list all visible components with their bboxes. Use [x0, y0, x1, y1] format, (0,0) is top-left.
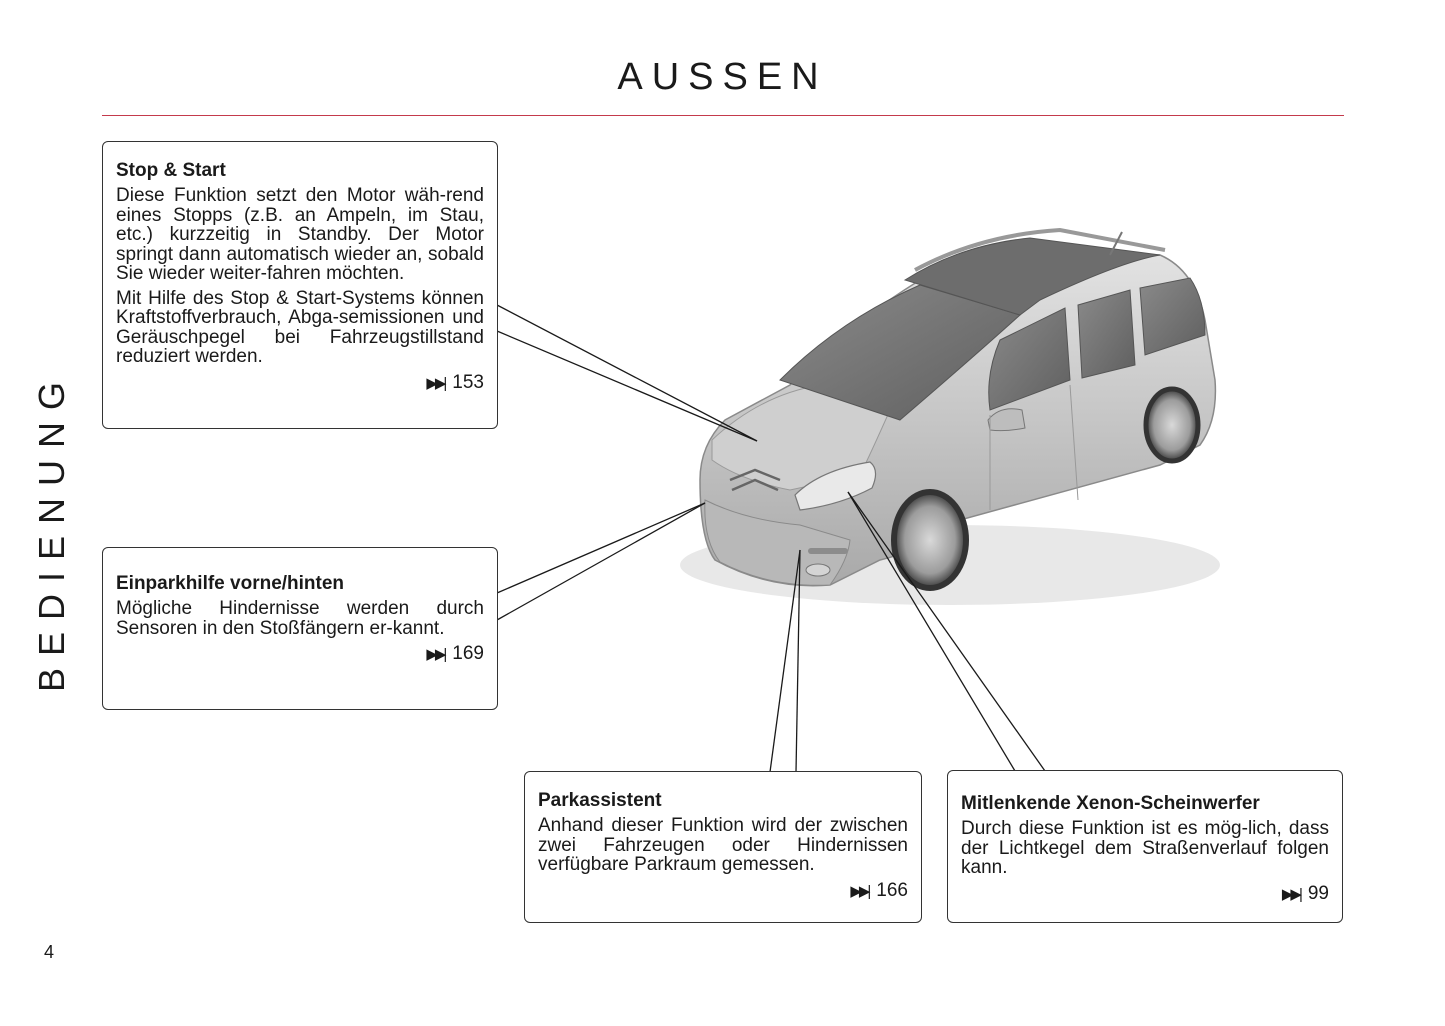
- callout-title: Mitlenkende Xenon-Scheinwerfer: [961, 793, 1260, 814]
- page-title: AUSSEN: [617, 56, 828, 98]
- car-hood: [711, 384, 891, 491]
- car-roof: [903, 237, 1161, 316]
- car-front-wheel: [891, 489, 969, 591]
- page-reference[interactable]: ▶▶| 153: [116, 372, 484, 395]
- page-reference-number: 99: [1307, 882, 1329, 904]
- page-reference-number: 169: [452, 643, 484, 664]
- page-number: 4: [44, 942, 55, 962]
- skip-forward-icon: ▶▶|: [426, 646, 447, 663]
- car-side-mirror: [987, 408, 1026, 432]
- car-front-side-window: [988, 307, 1071, 411]
- leader-parkassistent-2: [795, 549, 801, 773]
- callout-text: Mögliche Hindernisse werden durch Sensor…: [116, 598, 484, 639]
- leader-stop-start-2: [496, 330, 758, 442]
- skip-forward-icon: ▶▶|: [850, 882, 871, 900]
- callout-title: Einparkhilfe vorne/hinten: [116, 573, 345, 594]
- page-reference[interactable]: ▶▶| 166: [538, 880, 908, 903]
- car-antenna: [1109, 231, 1123, 256]
- car-quarter-window: [1139, 277, 1206, 356]
- callout-stop-start: Stop & Start Diese Funktion setzt den Mo…: [102, 141, 498, 429]
- car-grille-logo: [729, 468, 781, 492]
- car-rear-side-window: [1077, 289, 1136, 379]
- leader-einparkhilfe-1: [496, 502, 706, 594]
- leader-lines: [496, 304, 1046, 773]
- page-reference[interactable]: ▶▶| 169: [116, 643, 484, 666]
- title-rule: [102, 115, 1344, 116]
- skip-forward-icon: ▶▶|: [426, 374, 447, 392]
- callout-text: Diese Funktion setzt den Motor wäh-rend …: [116, 185, 484, 284]
- callout-title: Stop & Start: [116, 160, 226, 181]
- callout-text: Mit Hilfe des Stop & Start-Systems könne…: [116, 287, 484, 367]
- leader-parkassistent-1: [769, 549, 801, 773]
- car-rear-wheel: [1143, 386, 1201, 464]
- callout-parkassistent: Parkassistent Anhand dieser Funktion wir…: [524, 771, 922, 923]
- car-headlight: [794, 461, 877, 511]
- callout-text: Anhand dieser Funktion wird der zwischen…: [538, 815, 908, 875]
- page-reference-number: 153: [452, 371, 484, 393]
- page-reference-number: 166: [876, 879, 908, 901]
- skip-forward-icon: ▶▶|: [1281, 885, 1303, 903]
- page-reference[interactable]: ▶▶|99: [961, 883, 1329, 906]
- callout-text: Durch diese Funktion ist es mög-lich, da…: [961, 818, 1329, 878]
- leader-xenon-2: [847, 491, 1046, 772]
- leader-stop-start-1: [496, 304, 758, 442]
- leader-xenon-1: [847, 491, 1016, 772]
- leader-einparkhilfe-2: [496, 502, 706, 621]
- roof-rail: [914, 227, 1166, 272]
- callout-einparkhilfe: Einparkhilfe vorne/hinten Mögliche Hinde…: [102, 547, 498, 710]
- callout-xenon-headlights: Mitlenkende Xenon-Scheinwerfer Durch die…: [947, 770, 1343, 923]
- callout-title: Parkassistent: [538, 790, 662, 811]
